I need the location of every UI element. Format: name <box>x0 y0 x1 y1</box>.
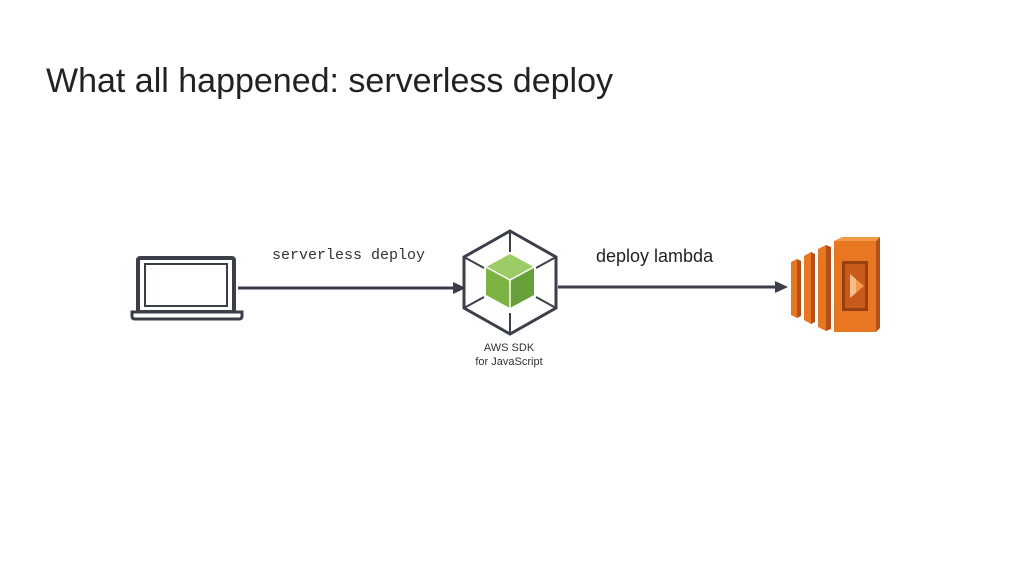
edge-label-deploy-lambda: deploy lambda <box>596 246 714 266</box>
aws-sdk-caption-line1: AWS SDK <box>483 342 535 354</box>
laptop-icon <box>130 256 244 321</box>
aws-sdk-caption: AWS SDK for JavaScript <box>448 341 570 369</box>
aws-sdk-javascript-icon <box>462 229 558 336</box>
slide-title: What all happened: serverless deploy <box>46 62 613 100</box>
edge-label-serverless-deploy: serverless deploy <box>272 247 426 264</box>
arrow-deploy-lambda <box>558 281 788 293</box>
arrow-serverless-deploy <box>238 282 466 294</box>
aws-lambda-icon <box>791 237 880 332</box>
aws-sdk-caption-line2: for JavaScript <box>475 356 543 368</box>
